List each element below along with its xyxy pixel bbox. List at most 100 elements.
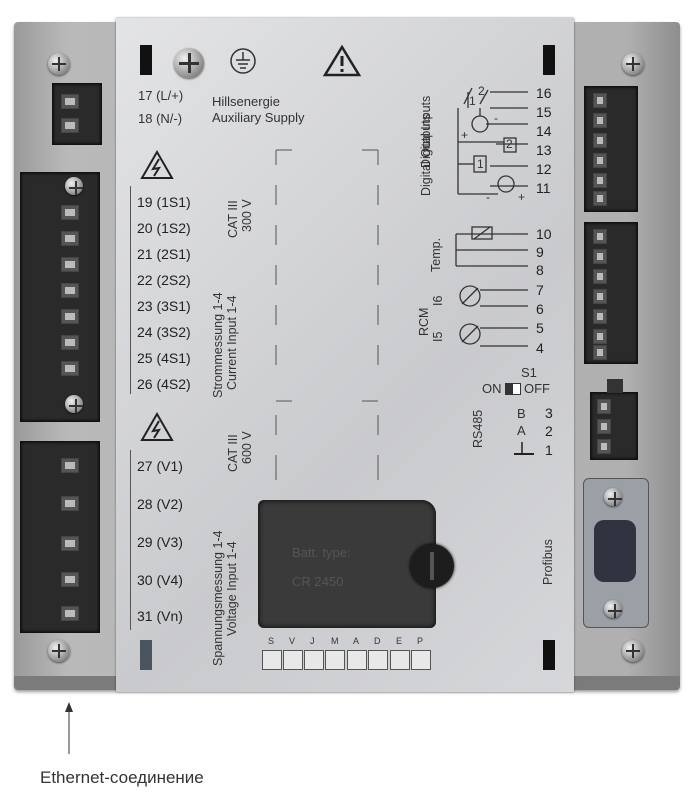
voltage-rating-label: 600 V [240, 431, 254, 464]
battery-model-label: CR 2450 [292, 574, 344, 589]
current-terminal-label: 25 (4S1) [137, 350, 191, 366]
supply-terminal-block[interactable] [52, 83, 102, 145]
temp-label: Temp. [429, 237, 443, 272]
digital-terminal-number: 16 [536, 85, 552, 101]
s1-off-label: OFF [524, 381, 550, 396]
digital-outputs-label: Digital Outputs [419, 114, 433, 196]
screw-icon [604, 488, 622, 506]
voltage-input-label-de: Spannungsmessung 1-4 [211, 530, 225, 666]
temp-rcm-terminal-block[interactable] [584, 222, 638, 364]
digital-terminal-number: 11 [536, 180, 551, 196]
current-terminal-label: 26 (4S2) [137, 376, 191, 392]
warning-triangle-icon [322, 44, 362, 77]
voltage-terminal-label: 29 (V3) [137, 534, 183, 550]
rcm-label: RCM [417, 307, 431, 336]
voltage-terminal-label: 28 (V2) [137, 496, 183, 512]
supply-label-de: Hillsenergie [212, 94, 280, 109]
ground-screw-icon [174, 48, 204, 78]
rcm-i5-label: I5 [431, 331, 445, 342]
current-terminal-label-group: 19 (1S1) 20 (1S2) 21 (2S1) 22 (2S2) 23 (… [130, 186, 209, 394]
voltage-terminal-label-group: 27 (V1) 28 (V2) 29 (V3) 30 (V4) 31 (Vn) [130, 450, 209, 630]
current-cat-label: CAT III [226, 200, 240, 238]
digital-output-box-label: 2 [506, 137, 513, 151]
led-label: P [417, 636, 424, 646]
vent-slot [140, 640, 152, 670]
screw-icon [48, 53, 70, 75]
temp-terminal-number: 9 [536, 244, 544, 260]
terminal-screw-icon [65, 395, 83, 413]
rs485-terminal-block[interactable] [590, 379, 638, 460]
digital-terminal-number: 14 [536, 123, 552, 139]
s1-switch-label: S1 [521, 365, 537, 380]
digital-switch-label: 1 [469, 94, 476, 108]
rs485-pin-number: 3 [545, 405, 553, 421]
status-led [262, 650, 282, 670]
ethernet-label: Ethernet-соединение [40, 768, 204, 787]
rcm-i6-label: I6 [431, 295, 445, 306]
supply-label-en: Auxiliary Supply [212, 110, 305, 125]
profibus-label: Profibus [541, 539, 555, 585]
voltage-input-label-en: Voltage Input 1-4 [225, 541, 239, 636]
vent-slot [140, 45, 152, 75]
temp-terminal-number: 8 [536, 262, 544, 278]
current-input-label-en: Current Input 1-4 [225, 295, 239, 391]
status-led [325, 650, 345, 670]
digital-terminal-number: 15 [536, 104, 552, 120]
led-label: S [268, 636, 275, 646]
vent-slot [543, 45, 555, 75]
current-terminal-label: 20 (1S2) [137, 220, 191, 236]
screw-icon [604, 600, 622, 618]
rs485-label: RS485 [471, 409, 485, 448]
battery-compartment[interactable] [258, 500, 436, 628]
supply-n-terminal-label: 18 (N/-) [138, 111, 183, 126]
voltage-terminal-label: 31 (Vn) [137, 608, 183, 624]
module-outline-marks [275, 149, 379, 480]
current-voltage-rating-label: 300 V [240, 199, 254, 232]
supply-l-terminal-label: 17 (L/+) [138, 88, 184, 103]
status-led [347, 650, 367, 670]
current-terminal-label: 21 (2S1) [137, 246, 191, 262]
rcm-terminal-number: 4 [536, 340, 544, 356]
rs485-pin-name: A [517, 423, 526, 438]
status-led [368, 650, 388, 670]
rcm-terminal-number: 6 [536, 301, 544, 317]
profibus-socket [594, 520, 636, 582]
rs485-pin-number: 2 [545, 423, 553, 439]
rcm-terminal-number: 7 [536, 282, 544, 298]
temp-terminal-number: 10 [536, 226, 552, 242]
digital-terminal-number: 13 [536, 142, 552, 158]
current-terminal-label: 19 (1S1) [137, 194, 191, 210]
current-terminal-label: 22 (2S2) [137, 272, 191, 288]
digital-switch-label: 2 [478, 84, 485, 98]
screw-icon [622, 640, 644, 662]
voltage-input-terminal-block[interactable] [20, 441, 100, 633]
status-led [283, 650, 303, 670]
screw-icon [48, 640, 70, 662]
screw-icon [622, 53, 644, 75]
led-label: J [310, 636, 315, 646]
io-wiring-schematic [455, 87, 528, 347]
battery-cover-screw-icon[interactable] [410, 544, 454, 588]
status-led [411, 650, 431, 670]
polarity-minus-label: - [486, 190, 490, 204]
led-label: D [374, 636, 381, 646]
polarity-minus-label: - [494, 111, 498, 125]
digital-io-terminal-block[interactable] [584, 86, 638, 212]
led-label: M [331, 636, 339, 646]
ground-symbol-icon [230, 48, 256, 74]
rs485-pin-number: 1 [545, 442, 553, 458]
high-voltage-warning-icon [140, 412, 174, 441]
s1-dip-switch[interactable] [505, 383, 521, 395]
voltage-terminal-label: 27 (V1) [137, 458, 183, 474]
polarity-plus-label: + [461, 128, 469, 142]
status-led [304, 650, 324, 670]
digital-output-box-label: 1 [477, 157, 484, 171]
status-led-row: S V J M A D E P [260, 636, 440, 676]
terminal-screw-icon [65, 177, 83, 195]
status-led [390, 650, 410, 670]
battery-type-label: Batt. type: [292, 545, 351, 560]
rs485-pin-name: B [517, 406, 526, 421]
s1-on-label: ON [482, 381, 502, 396]
polarity-plus-label: + [518, 190, 526, 204]
current-input-terminal-block[interactable] [20, 172, 100, 422]
